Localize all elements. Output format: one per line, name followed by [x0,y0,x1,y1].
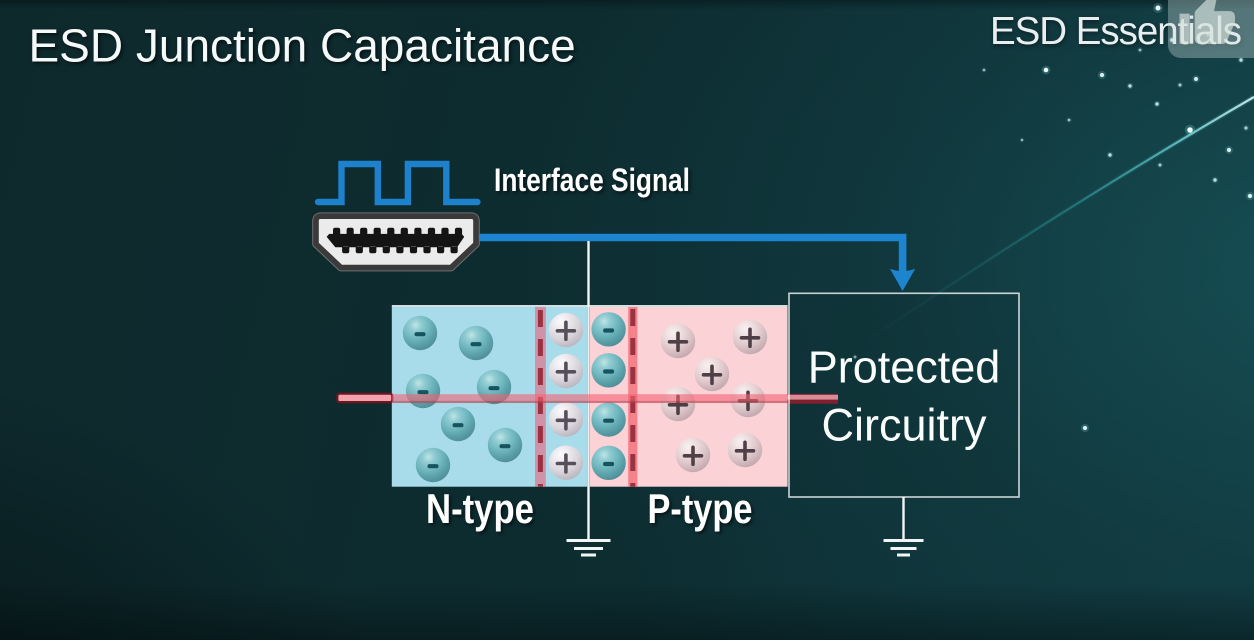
svg-text:ESD Junction Capacitance: ESD Junction Capacitance [29,20,576,72]
svg-text:Protected: Protected [808,342,1001,393]
svg-text:Interface Signal: Interface Signal [494,162,690,198]
svg-text:N-type: N-type [426,485,534,532]
svg-text:Circuitry: Circuitry [822,400,987,451]
svg-text:P-type: P-type [648,485,753,532]
